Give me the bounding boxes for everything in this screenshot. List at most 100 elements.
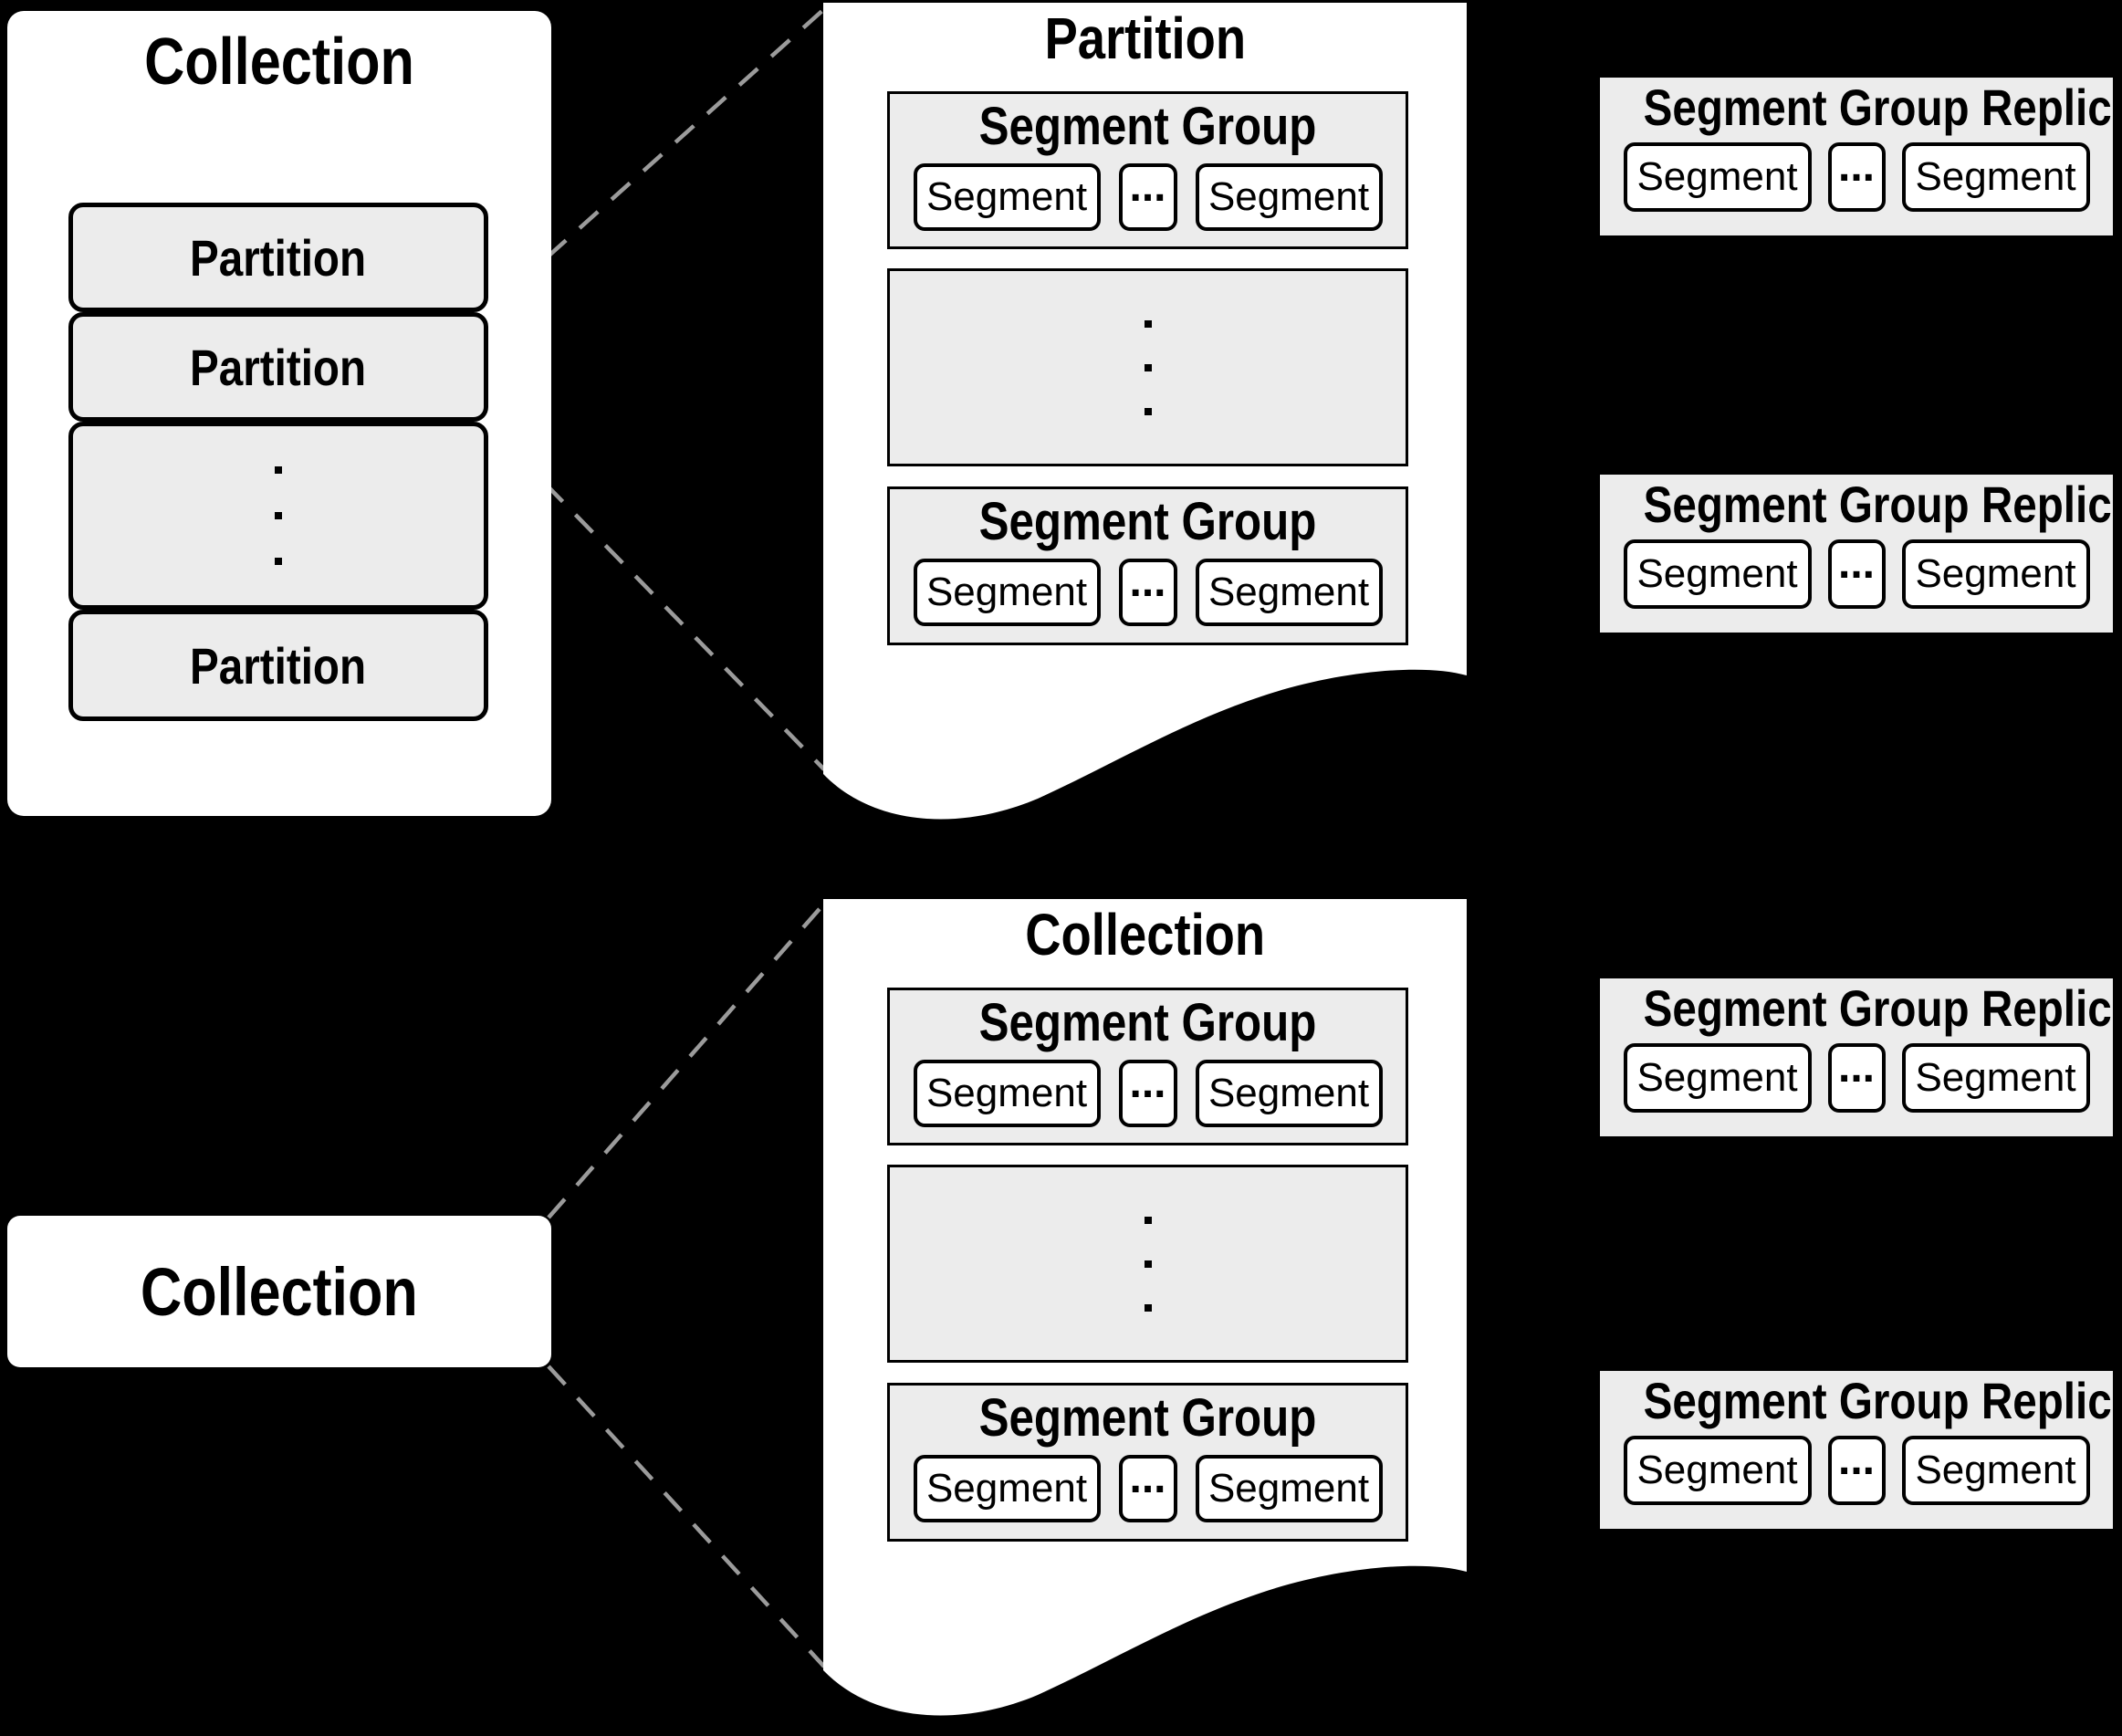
ellipsis-box: ... [1118, 162, 1177, 231]
vertical-ellipsis [275, 466, 282, 565]
segment-box: Segment [1623, 539, 1812, 609]
segment-row: Segment ... Segment [1600, 539, 2113, 609]
segment-label: Segment [1636, 153, 1798, 199]
segment-box: Segment [913, 162, 1101, 231]
segment-label: Segment [1636, 1447, 1798, 1492]
segment-group-title-text: Segment Group [978, 1388, 1317, 1448]
segment-box: Segment [1195, 558, 1383, 626]
ellipsis-box: ... [1118, 1454, 1177, 1522]
segment-box: Segment [1195, 1059, 1383, 1127]
replica-title-text: Segment Group Replica [1643, 1372, 2122, 1429]
collection-panel-title: Collection [7, 29, 551, 95]
replica-title: Segment Group Replica [1600, 1371, 2122, 1428]
segment-box: Segment [1901, 1042, 2090, 1113]
segment-group-title: Segment Group [890, 1386, 1406, 1447]
segment-group-box: Segment Group Segment ... Segment [887, 486, 1408, 645]
partition-box-ellipsis [68, 422, 488, 610]
segment-label: Segment [1915, 153, 2076, 199]
ellipsis-dot [275, 512, 282, 519]
segment-box: Segment [913, 1454, 1101, 1522]
ellipsis-dot [275, 466, 282, 474]
segment-box: Segment [913, 1059, 1101, 1127]
segment-row: Segment ... Segment [1600, 1042, 2113, 1113]
segment-label: Segment [1207, 173, 1370, 219]
segment-box: Segment [913, 558, 1101, 626]
segment-group-title: Segment Group [890, 94, 1406, 155]
segment-row: Segment ... Segment [890, 558, 1406, 626]
ellipsis-label: ... [1129, 558, 1166, 607]
ellipsis-box: ... [1827, 141, 1886, 212]
segment-box: Segment [1901, 539, 2090, 609]
ellipsis-dot [1144, 363, 1152, 371]
segment-row: Segment ... Segment [1600, 141, 2113, 212]
connector-collection-to-document-top [547, 902, 826, 1219]
segment-box: Segment [1901, 141, 2090, 212]
segment-label: Segment [1207, 569, 1370, 614]
partition-document: Partition Segment Group Segment ... Segm… [823, 3, 1467, 833]
ellipsis-box: ... [1827, 1435, 1886, 1505]
segment-group-title-text: Segment Group [978, 993, 1317, 1052]
segment-group-box: Segment Group Segment ... Segment [887, 988, 1408, 1145]
segment-label: Segment [1207, 1070, 1370, 1115]
segment-box: Segment [1623, 1042, 1812, 1113]
replica-title: Segment Group Replica [1600, 475, 2122, 532]
segment-label: Segment [1636, 1054, 1798, 1100]
segment-label: Segment [1207, 1465, 1370, 1511]
segment-label: Segment [925, 569, 1088, 614]
vertical-ellipsis [1144, 1216, 1152, 1312]
ellipsis-dot [275, 558, 282, 565]
segment-row: Segment ... Segment [890, 1059, 1406, 1127]
replica-title: Segment Group Replica [1600, 978, 2122, 1036]
replica-title-text: Segment Group Replica [1643, 979, 2122, 1037]
segment-row: Segment ... Segment [890, 162, 1406, 231]
ellipsis-label: ... [1837, 1043, 1875, 1093]
segment-box: Segment [1623, 1435, 1812, 1505]
vertical-ellipsis [1144, 319, 1152, 415]
segment-label: Segment [925, 173, 1088, 219]
segment-box: Segment [1195, 162, 1383, 231]
segment-box: Segment [1195, 1454, 1383, 1522]
segment-box: Segment [1901, 1435, 2090, 1505]
ellipsis-label: ... [1837, 142, 1875, 192]
segment-box: Segment [1623, 141, 1812, 212]
ellipsis-box: ... [1827, 539, 1886, 609]
partition-label: Partition [190, 636, 367, 695]
collection-panel: Collection Partition Partition Partition [7, 11, 551, 816]
segment-group-title: Segment Group [890, 489, 1406, 550]
document-title-text: Collection [1025, 902, 1265, 967]
replica-title-text: Segment Group Replica [1643, 476, 2122, 533]
ellipsis-label: ... [1129, 1454, 1166, 1503]
ellipsis-label: ... [1837, 539, 1875, 589]
partition-label: Partition [190, 338, 367, 396]
document-title: Partition [823, 6, 1467, 71]
ellipsis-box: ... [1118, 558, 1177, 626]
replica-title: Segment Group Replica [1600, 78, 2122, 135]
ellipsis-dot [1144, 1303, 1152, 1312]
segment-label: Segment [925, 1465, 1088, 1511]
segment-group-title-text: Segment Group [978, 492, 1317, 551]
document-title: Collection [823, 903, 1467, 967]
collection-panel-title-text: Collection [144, 26, 414, 99]
collection-box-title-text: Collection [140, 1253, 419, 1330]
ellipsis-label: ... [1837, 1436, 1875, 1485]
segment-label: Segment [1915, 550, 2076, 596]
segment-group-box: Segment Group Segment ... Segment [887, 91, 1408, 249]
partition-box-1: Partition [68, 203, 488, 312]
replica-title-text: Segment Group Replica [1643, 78, 2122, 136]
ellipsis-box: ... [1827, 1042, 1886, 1113]
segment-group-replica-box: Segment Group Replica Segment ... Segmen… [1600, 78, 2122, 235]
segment-group-ellipsis-box [887, 1165, 1408, 1363]
segment-group-replica-box: Segment Group Replica Segment ... Segmen… [1600, 978, 2122, 1136]
connector-collection-to-document-bottom [547, 1365, 826, 1668]
partition-label: Partition [190, 228, 367, 287]
partition-box-3: Partition [68, 610, 488, 721]
segment-label: Segment [1636, 550, 1798, 596]
collection-document: Collection Segment Group Segment ... Seg… [823, 899, 1467, 1730]
segment-row: Segment ... Segment [890, 1454, 1406, 1522]
segment-group-ellipsis-box [887, 268, 1408, 466]
segment-group-title-text: Segment Group [978, 97, 1317, 156]
ellipsis-label: ... [1129, 1059, 1166, 1108]
segment-group-replica-box: Segment Group Replica Segment ... Segmen… [1600, 475, 2122, 633]
partition-box-2: Partition [68, 312, 488, 422]
